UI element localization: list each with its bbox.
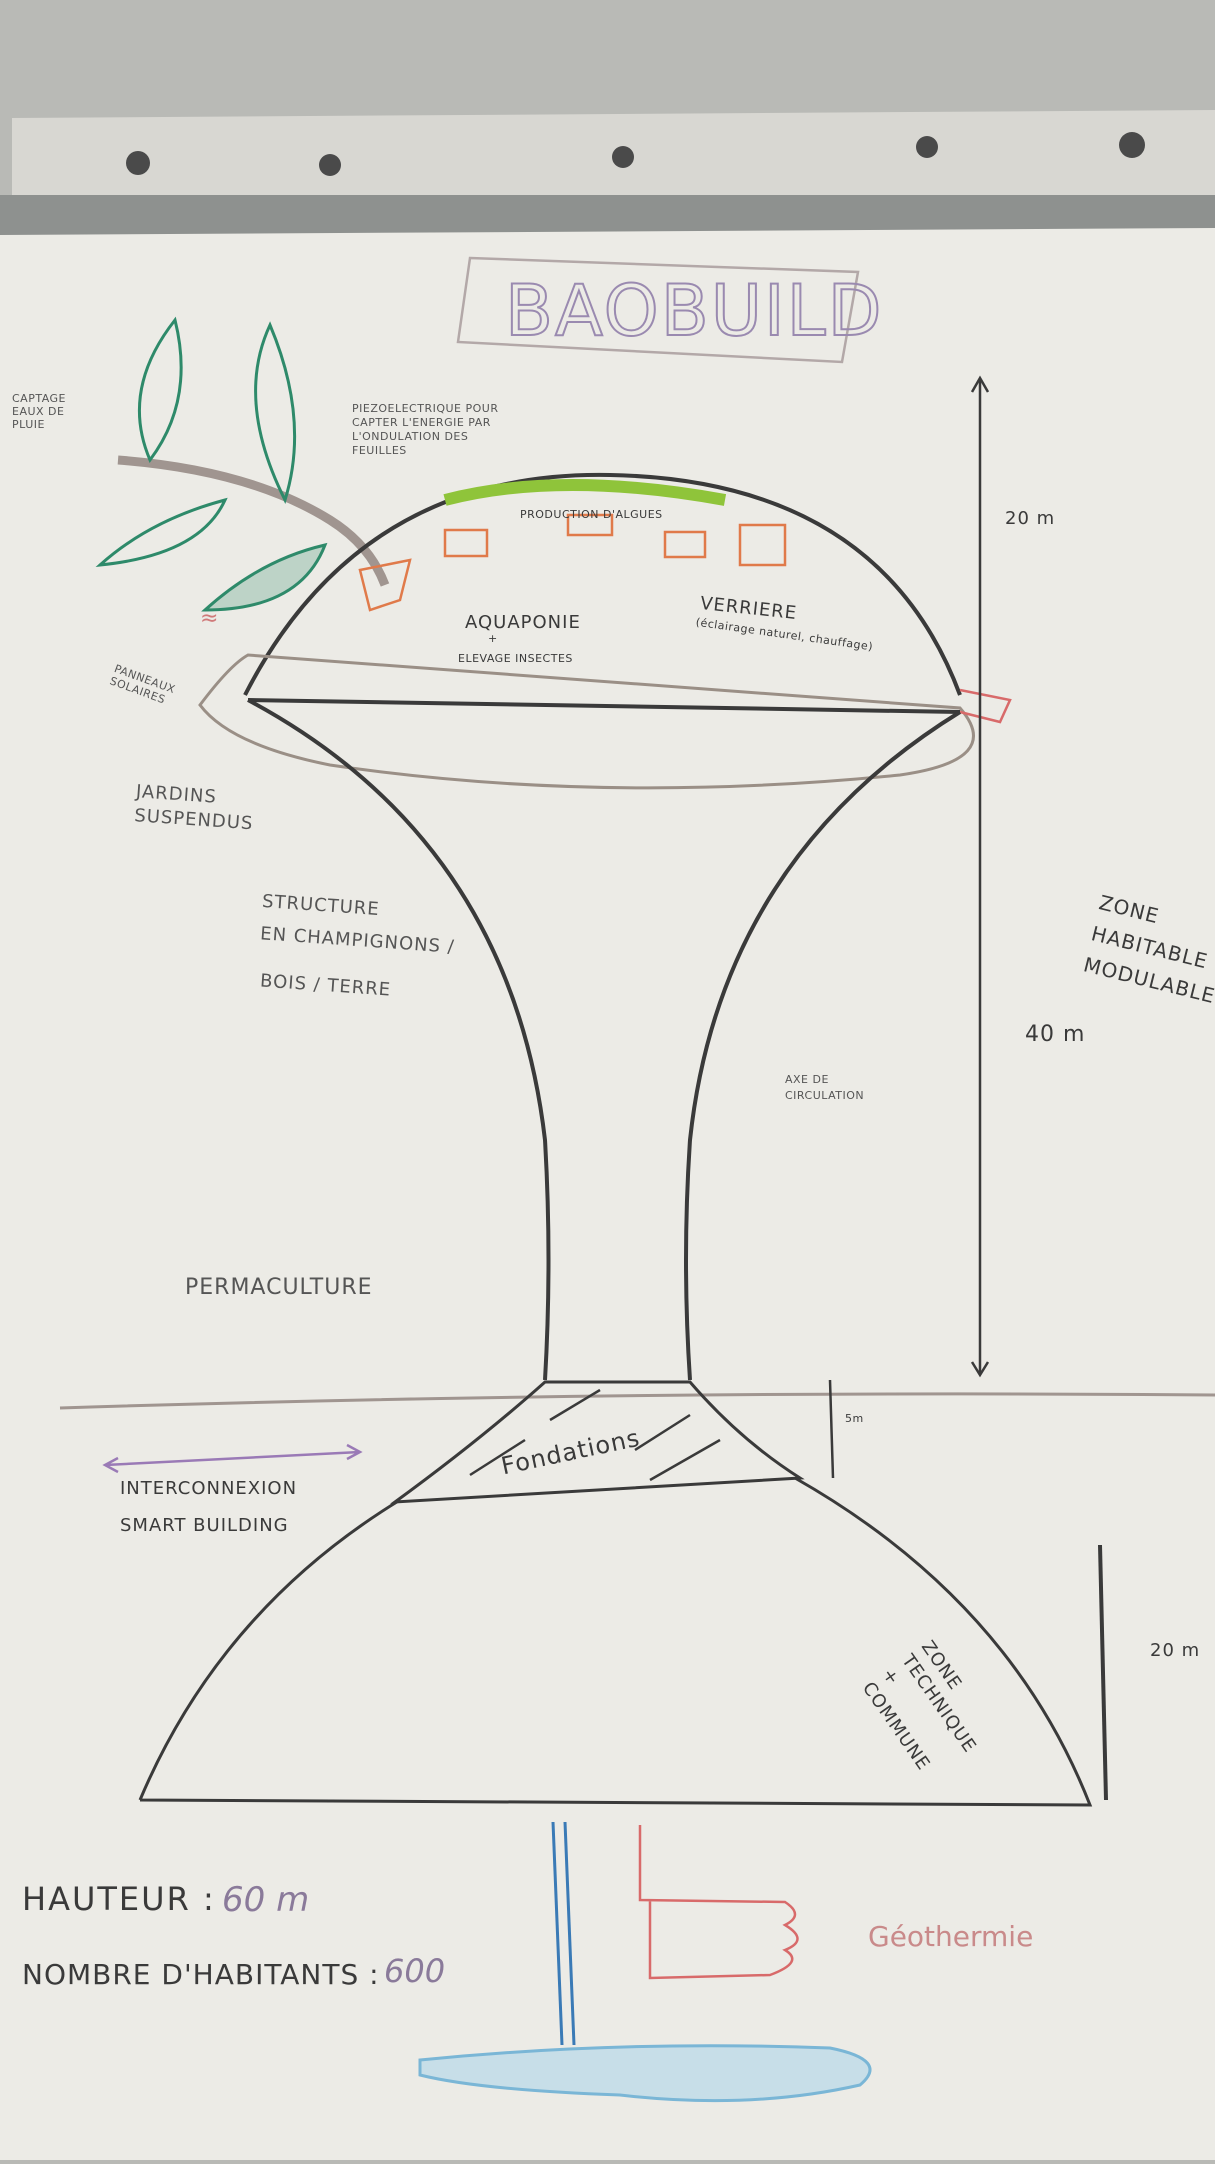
hatch-line	[634, 1413, 691, 1452]
foundation-arrow	[828, 1379, 835, 1479]
water-pipe	[551, 1821, 576, 2046]
label-algae: PRODUCTION D'ALGUES	[520, 508, 663, 521]
leaf	[254, 321, 297, 505]
dimension-arrows	[828, 375, 1108, 1801]
label-permaculture: PERMACULTURE	[185, 1275, 373, 1300]
title-text: BAOBUILD	[505, 270, 884, 352]
leaf	[137, 316, 183, 463]
interconnexion-arrow	[102, 1443, 363, 1474]
habitants-value: 600	[384, 1952, 446, 1990]
height-arrow-lower	[1098, 1544, 1108, 1801]
trunk-left	[247, 698, 551, 1381]
binder-hole	[1119, 132, 1145, 158]
hatch-line	[549, 1388, 601, 1422]
pipe-line	[551, 1821, 564, 2046]
height-arrow-heads	[970, 375, 990, 1378]
leaves-branch: ≈	[95, 316, 412, 631]
label-interconnexion-1: INTERCONNEXION	[120, 1478, 298, 1499]
label-elevage: ELEVAGE INSECTES	[458, 652, 573, 665]
board-clip-bar	[0, 195, 1215, 235]
binder-hole	[916, 136, 938, 158]
label-dim-top: 20 m	[1005, 508, 1056, 529]
label-dim-found: 5m	[845, 1412, 864, 1425]
rain-wave-mark: ≈	[200, 606, 218, 631]
algae-panel	[738, 523, 787, 567]
label-dim-bottom: 20 m	[1150, 1640, 1201, 1661]
hauteur-label: HAUTEUR :	[22, 1880, 216, 1918]
garden-disc	[198, 653, 975, 790]
binder-hole	[126, 151, 150, 175]
ground-line	[59, 1392, 1215, 1410]
hatch-line	[649, 1438, 721, 1482]
aquifer	[418, 2044, 872, 2103]
dome-outline	[243, 472, 962, 696]
algae-panel	[663, 530, 707, 559]
trunk-right	[684, 710, 962, 1381]
algae-panel	[566, 513, 614, 537]
algae-panel	[443, 528, 489, 558]
habitants-label: NOMBRE D'HABITANTS :	[22, 1958, 380, 1991]
arrow-heads	[102, 1443, 363, 1474]
label-plus: +	[488, 632, 498, 645]
arrow-line	[104, 1450, 361, 1467]
label-axe: AXE DE CIRCULATION	[785, 1073, 865, 1102]
binder-hole	[319, 154, 341, 176]
hauteur-value: 60 m	[222, 1880, 310, 1920]
lower-dome-outline	[138, 1476, 1093, 1807]
branch	[117, 455, 390, 587]
foundations-block	[389, 1380, 805, 1504]
algae-band	[443, 479, 727, 506]
label-captage: CAPTAGE EAUX DE PLUIE	[12, 392, 67, 431]
dome-base-line	[247, 698, 961, 714]
label-geothermie: Géothermie	[868, 1920, 1034, 1953]
leaf	[95, 497, 228, 567]
algae-panels	[443, 513, 787, 567]
leaf	[201, 542, 328, 612]
label-interconnexion-2: SMART BUILDING	[120, 1515, 289, 1536]
pipe-line	[563, 1821, 576, 2046]
label-piezo: PIEZOELECTRIQUE POUR CAPTER L'ENERGIE PA…	[352, 402, 499, 457]
hatch-line	[469, 1438, 526, 1477]
label-dim-mid: 40 m	[1025, 1022, 1086, 1047]
label-jardins: JARDINS SUSPENDUS	[133, 781, 254, 835]
label-aquaponie: AQUAPONIE	[465, 612, 581, 633]
binder-holes	[126, 132, 1145, 176]
piezo-panel	[358, 558, 412, 612]
binder-hole	[612, 146, 634, 168]
title-box	[456, 256, 860, 364]
foundation-hatching	[469, 1388, 721, 1482]
geothermal-loop	[638, 1825, 799, 1980]
